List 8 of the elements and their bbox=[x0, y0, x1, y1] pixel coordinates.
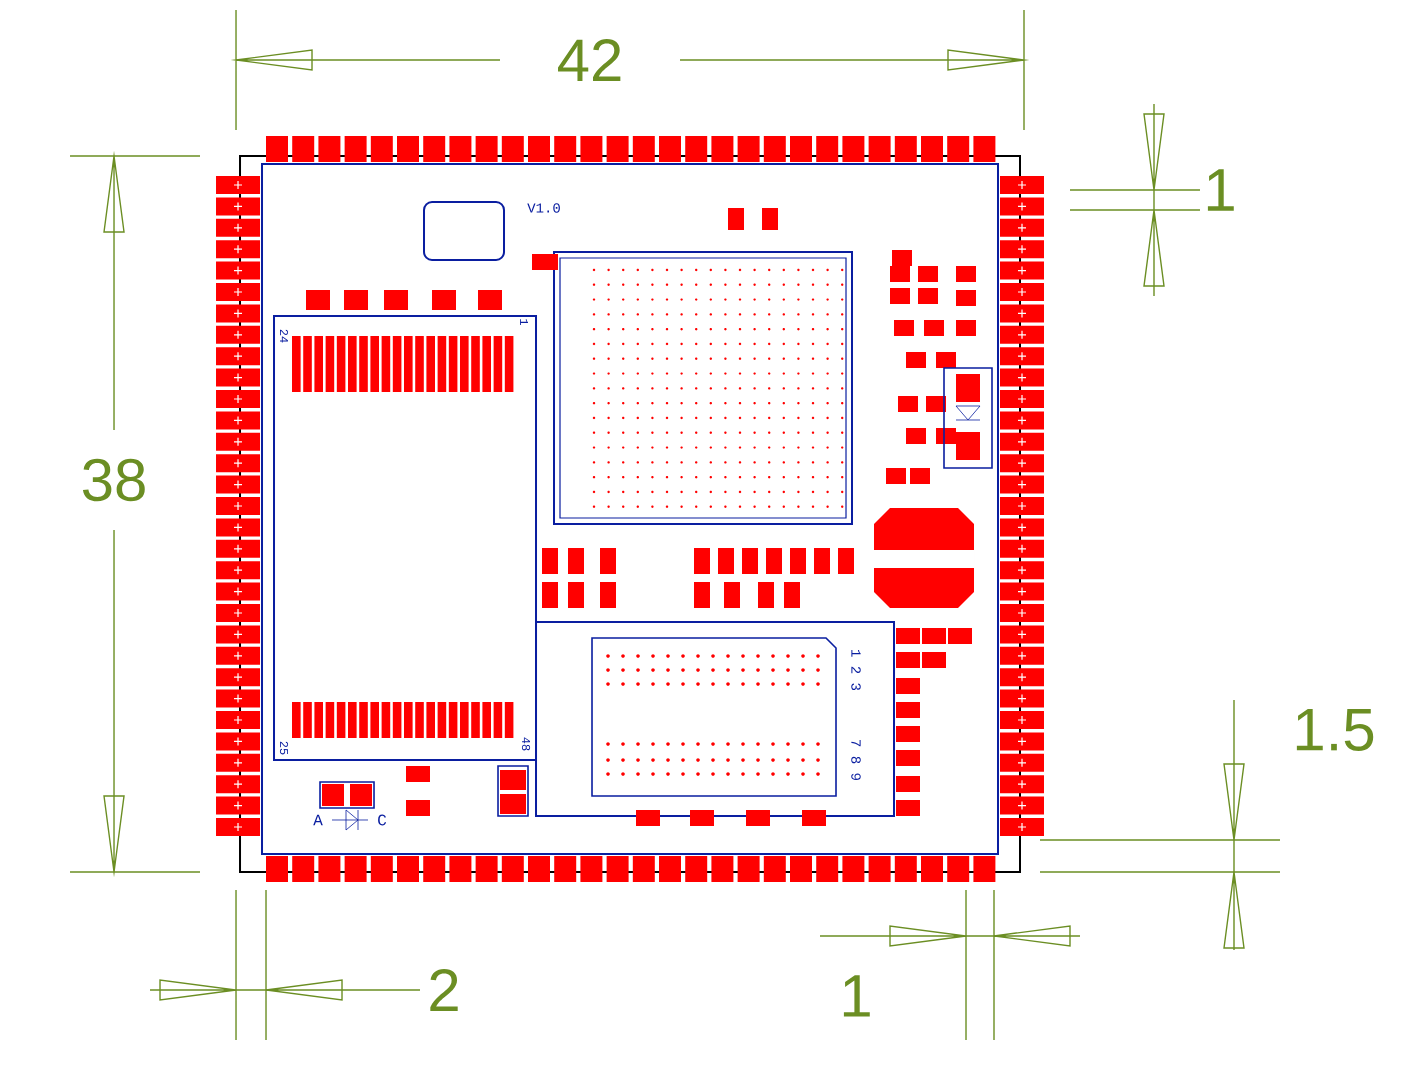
dimension-value: 2 bbox=[430, 969, 458, 1011]
silkscreen-label: C bbox=[378, 814, 387, 826]
dimension-value: 1 bbox=[1207, 169, 1234, 211]
dimension-value: 1.5 bbox=[1296, 709, 1374, 751]
dimension-value: 38 bbox=[82, 458, 145, 502]
silkscreen-label: A bbox=[313, 814, 323, 826]
dimension-value: 42 bbox=[558, 39, 621, 81]
dimension-value: 1 bbox=[843, 975, 870, 1017]
